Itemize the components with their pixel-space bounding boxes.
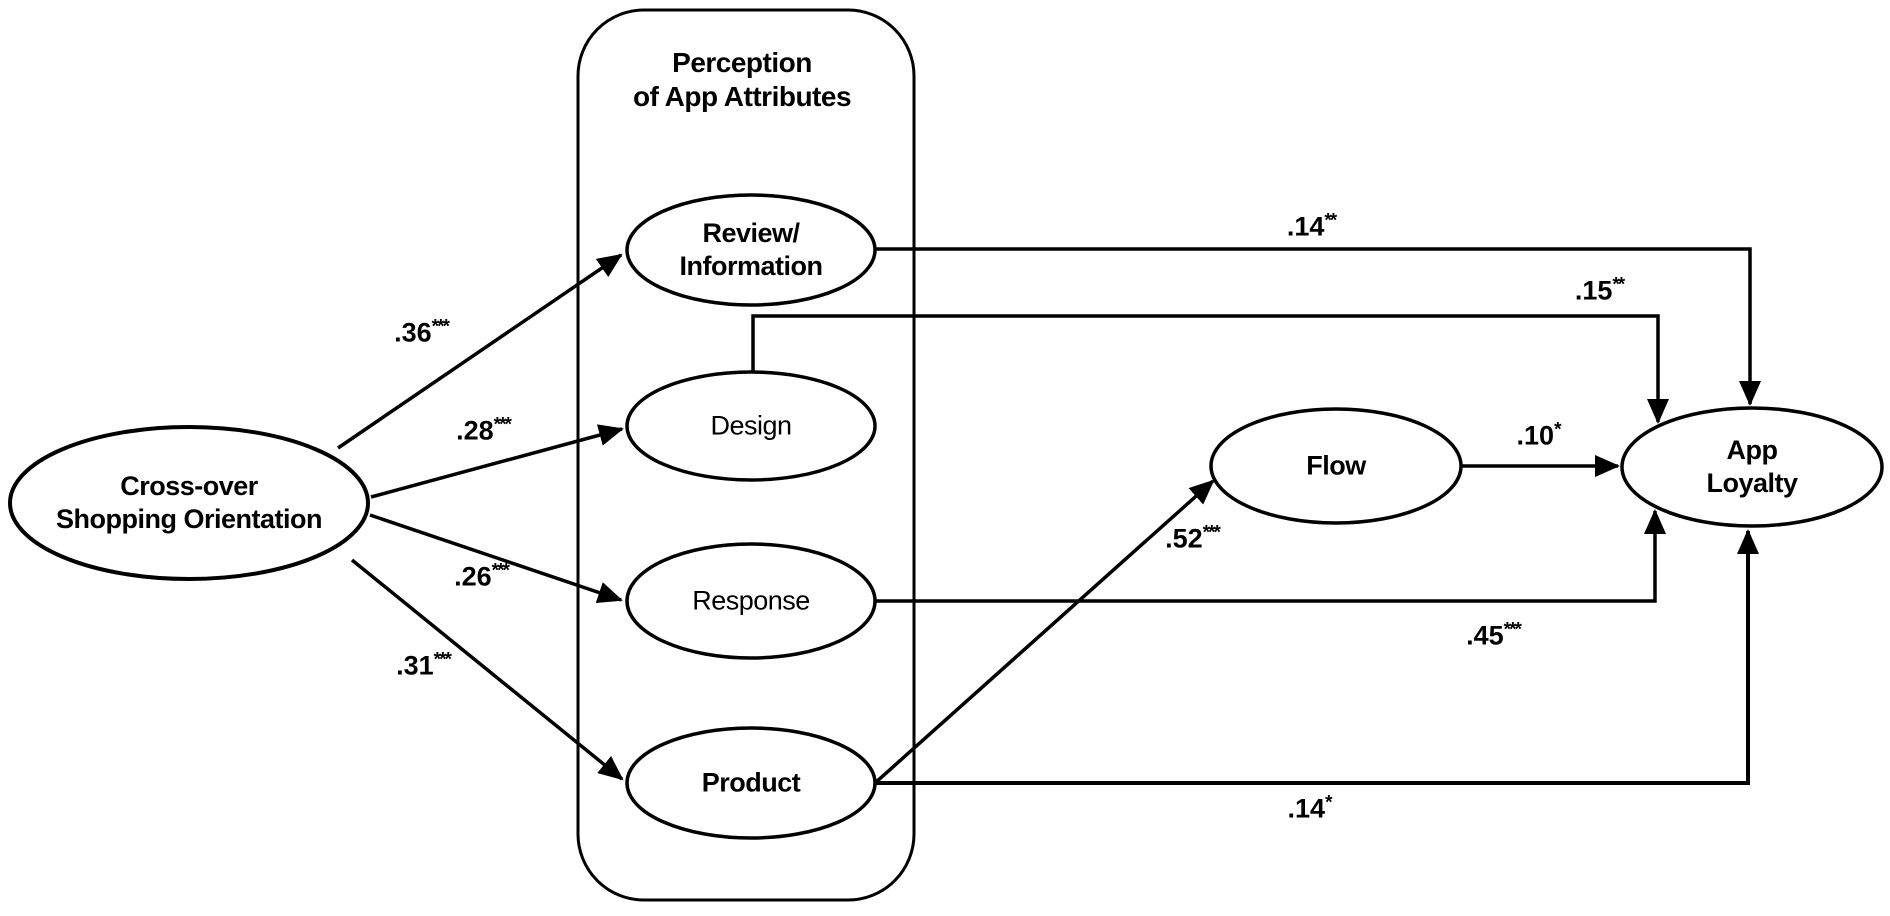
node-label-product: Product <box>701 767 801 798</box>
node-label-cross-over-shopping-orientation: Cross-over Shopping Orientation <box>56 471 322 534</box>
attributes-container-title: Perception of App Attributes <box>632 46 852 114</box>
edge-cso-to-design <box>370 424 624 499</box>
node-ellipse-product <box>625 726 877 840</box>
coef-product-flow: .52*** <box>1165 522 1221 554</box>
edge-product-to-loyalty <box>875 529 1759 785</box>
node-label-flow: Flow <box>1306 450 1366 481</box>
node-ellipse-design <box>625 370 877 482</box>
node-ellipse-flow <box>1209 407 1463 525</box>
title-line-2: of App Attributes <box>632 81 852 112</box>
node-ellipse-cross-over-shopping-orientation <box>8 425 370 581</box>
node-ellipse-app-loyalty <box>1620 406 1884 528</box>
node-label-design: Design <box>710 410 792 441</box>
title-line-1: Perception <box>672 46 812 78</box>
edge-cso-to-response <box>369 513 623 604</box>
edge-review-to-loyalty <box>875 247 1761 406</box>
coef-response-loyalty: .45*** <box>1466 619 1522 651</box>
edge-design-to-loyalty <box>751 314 1669 424</box>
coef-cso-review: .36*** <box>394 316 450 348</box>
node-ellipse-response <box>625 542 877 660</box>
coef-product-loyalty: .14* <box>1287 792 1333 824</box>
edge-response-to-loyalty <box>875 509 1666 603</box>
node-label-app-loyalty: App Loyalty <box>1706 435 1798 498</box>
coef-cso-design: .28*** <box>456 414 512 446</box>
edge-cso-to-review <box>337 253 623 450</box>
node-ellipse-review-information <box>625 193 877 307</box>
coef-review-loyalty: .14** <box>1286 210 1337 242</box>
coef-cso-product: .31*** <box>396 649 452 681</box>
node-label-response: Response <box>692 585 810 616</box>
edge-cso-to-product <box>350 558 624 781</box>
attributes-container-box <box>576 8 916 902</box>
coef-flow-loyalty: .10* <box>1516 419 1562 451</box>
edge-product-to-flow <box>873 479 1215 785</box>
node-label-review-information: Review/ Information <box>679 218 824 281</box>
coef-cso-response: .26*** <box>454 560 510 592</box>
coef-design-loyalty: .15** <box>1574 274 1625 306</box>
